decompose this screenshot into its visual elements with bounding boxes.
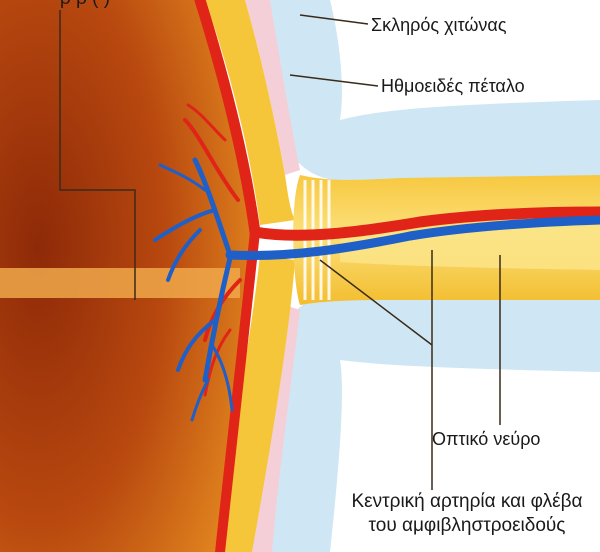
central-vessels-label-line1: Κεντρική αρτηρία και φλέβα <box>336 490 598 514</box>
top-caption: ρ ρ ( ) <box>60 0 110 10</box>
optic-nerve-label: Οπτικό νεύρο <box>432 428 540 450</box>
central-vessels-label-line2: του αμφιβληστροειδούς <box>336 514 598 538</box>
lamina-label: Ηθμοειδές πέταλο <box>381 75 525 97</box>
central-vessels-label: Κεντρική αρτηρία και φλέβα του αμφιβληστ… <box>336 490 598 538</box>
sclera-label: Σκληρός χιτώνας <box>371 14 507 36</box>
retina-band <box>0 268 240 298</box>
